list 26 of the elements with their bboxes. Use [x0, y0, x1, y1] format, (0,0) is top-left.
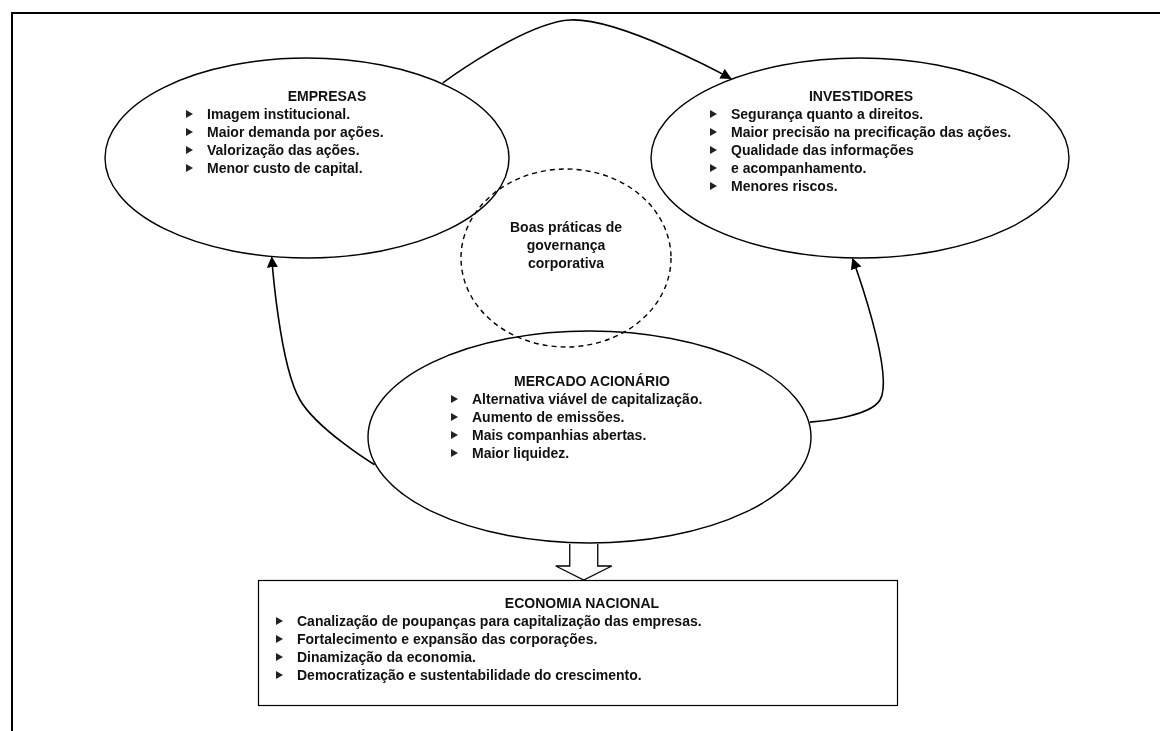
- block-arrow: [555, 543, 613, 581]
- node-text: Boas práticas de governança corporativa: [508, 218, 624, 272]
- node-heading: MERCADO ACIONÁRIO: [513, 372, 671, 390]
- bullet-text: Fortalecimento e expansão das corporações.: [297, 630, 599, 648]
- node-heading: ECONOMIA NACIONAL: [503, 594, 661, 612]
- bullet-text: Maior precisão na precificação das ações.: [731, 123, 1013, 141]
- curved-arrow: [267, 256, 376, 466]
- curved-arrow: [809, 257, 885, 423]
- bullet-text: Menores riscos.: [731, 177, 839, 195]
- bullet-text: Maior liquidez.: [472, 444, 571, 462]
- bullet-text: Valorização das ações.: [207, 141, 361, 159]
- bullet-text: Canalização de poupanças para capitalização das empresas.: [297, 612, 703, 630]
- bullet-text: Maior demanda por ações.: [207, 123, 385, 141]
- node-heading: INVESTIDORES: [807, 87, 915, 105]
- bullet-text: e acompanhamento.: [731, 159, 868, 177]
- node-heading: EMPRESAS: [286, 87, 368, 105]
- bullet-text: Imagem institucional.: [207, 105, 352, 123]
- bullet-text: Alternativa viável de capitalização.: [472, 390, 704, 408]
- bullet-text: Democratização e sustentabilidade do crescimento.: [297, 666, 643, 684]
- curved-arrow: [442, 19, 732, 84]
- bullet-text: Aumento de emissões.: [472, 408, 626, 426]
- bullet-text: Menor custo de capital.: [207, 159, 364, 177]
- bullet-text: Dinamização da economia.: [297, 648, 477, 666]
- bullet-text: Segurança quanto a direitos.: [731, 105, 925, 123]
- bullet-text: Mais companhias abertas.: [472, 426, 648, 444]
- bullet-text: Qualidade das informações: [731, 141, 915, 159]
